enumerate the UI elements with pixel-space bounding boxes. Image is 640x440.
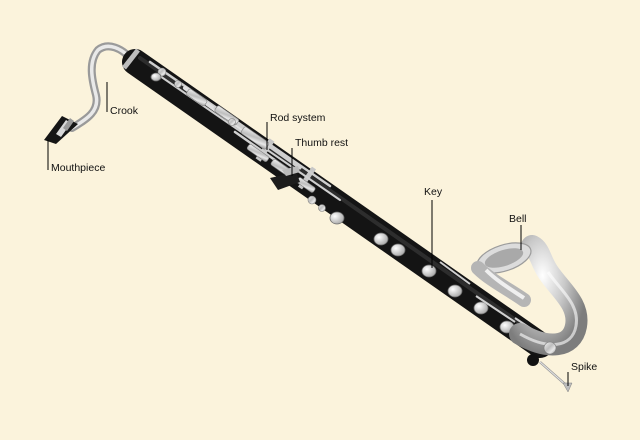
rod-system-label: Rod system bbox=[270, 112, 326, 124]
lower-cap bbox=[527, 341, 557, 366]
bell-part bbox=[471, 235, 588, 356]
spike-part bbox=[539, 361, 573, 393]
thumb-rest-label: Thumb rest bbox=[295, 137, 349, 149]
mouthpiece-part bbox=[44, 116, 78, 144]
thumb-rest-part bbox=[270, 166, 300, 190]
mouthpiece-label: Mouthpiece bbox=[51, 162, 106, 174]
crook-label: Crook bbox=[110, 105, 139, 117]
key-label: Key bbox=[424, 186, 443, 198]
keys-group bbox=[150, 72, 515, 334]
spike-label: Spike bbox=[571, 361, 598, 373]
bell-label: Bell bbox=[509, 213, 527, 225]
leader-lines bbox=[47, 82, 569, 386]
